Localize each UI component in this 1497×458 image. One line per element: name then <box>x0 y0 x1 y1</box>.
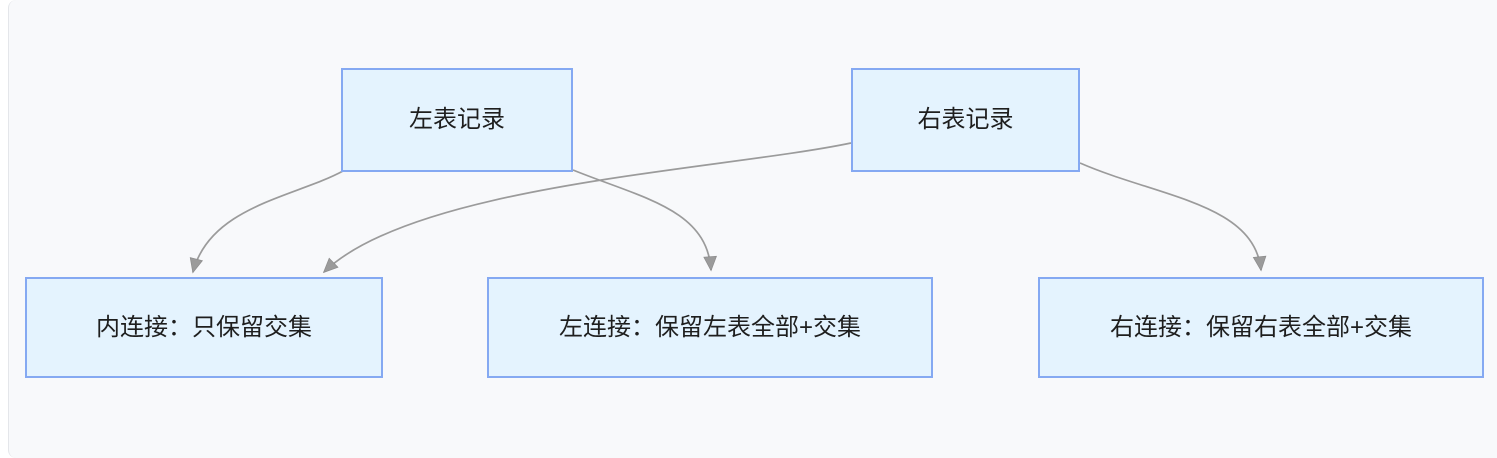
node-right-table-label: 右表记录 <box>917 106 1014 134</box>
node-right-join: 右连接：保留右表全部+交集 <box>1038 277 1484 378</box>
node-left-join-label: 左连接：保留左表全部+交集 <box>558 313 861 341</box>
node-inner-join: 内连接：只保留交集 <box>25 277 383 378</box>
node-left-table-label: 左表记录 <box>409 106 505 134</box>
node-right-table: 右表记录 <box>851 68 1080 172</box>
node-inner-join-label: 内连接：只保留交集 <box>96 313 312 341</box>
node-left-join: 左连接：保留左表全部+交集 <box>487 277 933 378</box>
diagram-canvas <box>8 0 1497 458</box>
node-right-join-label: 右连接：保留右表全部+交集 <box>1109 313 1412 341</box>
node-left-table: 左表记录 <box>341 68 573 172</box>
